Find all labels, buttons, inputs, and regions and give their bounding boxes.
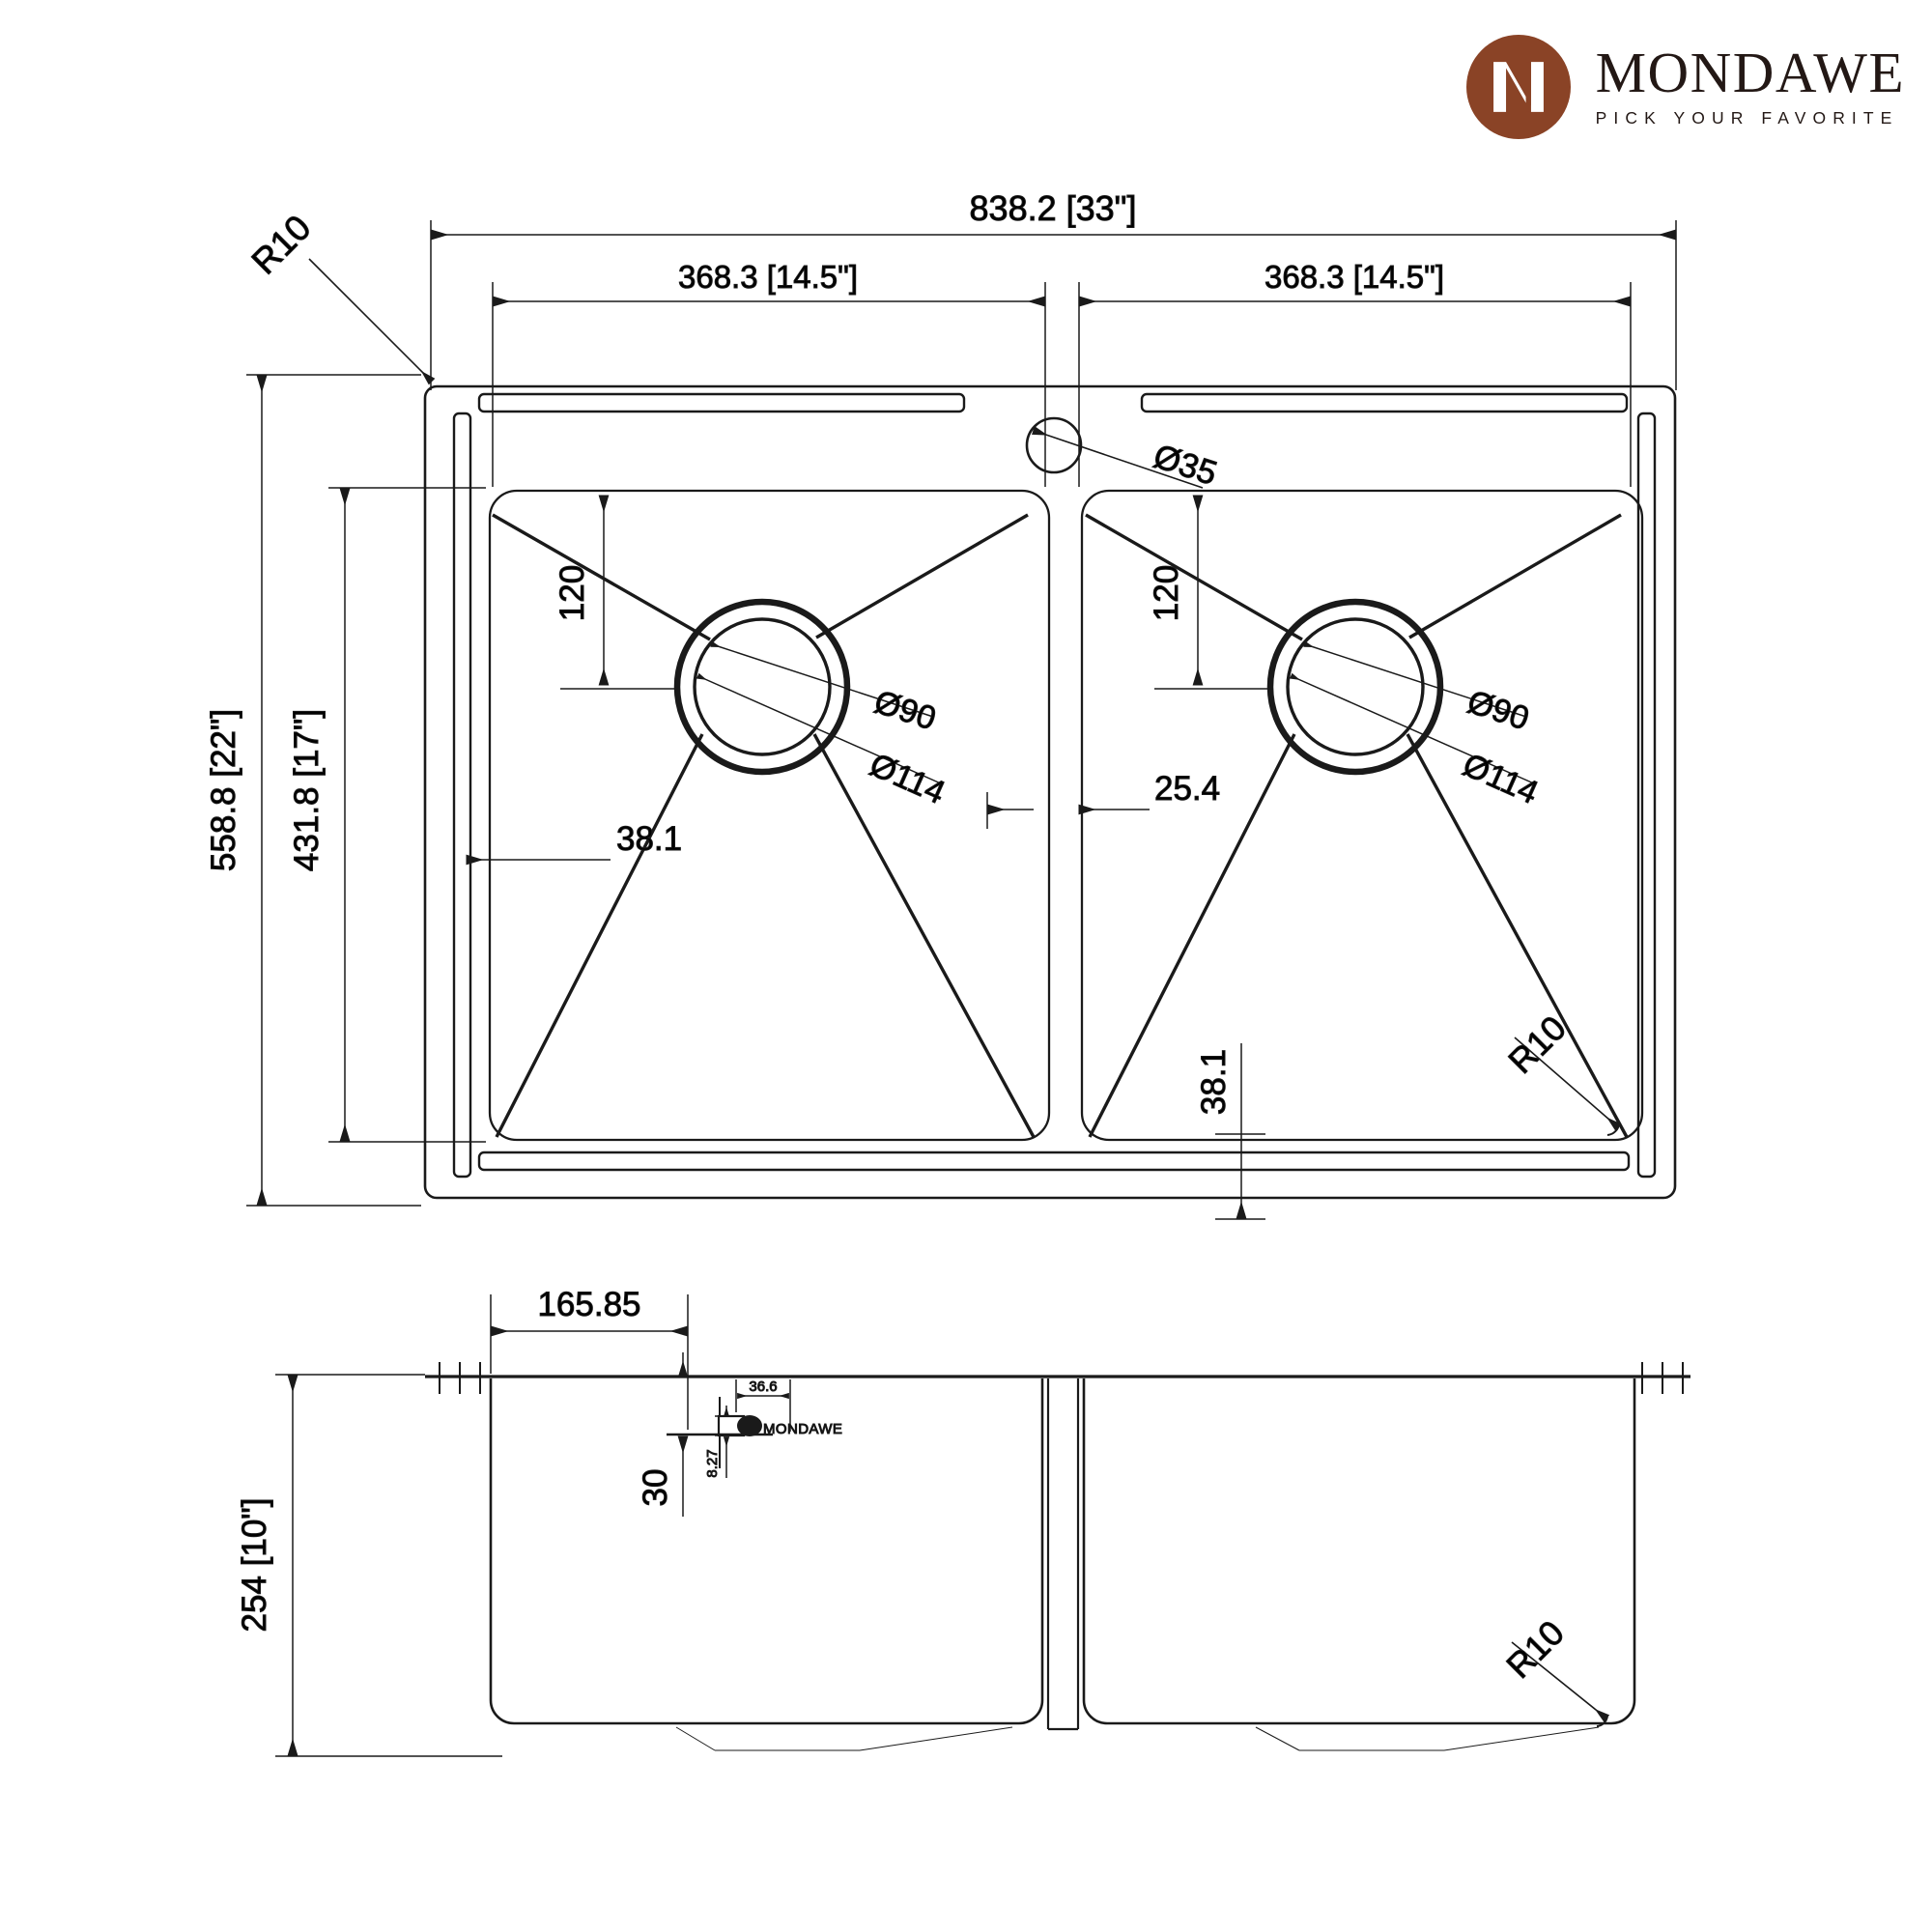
dim-front-height	[275, 1374, 502, 1757]
label-divider-offset: 25.4	[1154, 770, 1220, 808]
brand-text-block: MONDAWE PICK YOUR FAVORITE	[1595, 40, 1905, 128]
label-r10-top-left: R10	[244, 208, 319, 282]
brand-logo: MONDAWE PICK YOUR FAVORITE	[1465, 35, 1905, 139]
label-left-drain-outer: Ø114	[865, 747, 951, 812]
top-view-left-drain	[673, 598, 851, 776]
label-logo-width: 36.6	[749, 1378, 777, 1395]
leader-r10-front	[1511, 1641, 1610, 1727]
dim-right-drain-offset	[1154, 490, 1270, 690]
leader-r10-top-left	[308, 258, 436, 385]
dim-right-bowl-width	[1078, 282, 1632, 487]
label-faucet-hole: Ø35	[1150, 438, 1222, 494]
dim-rim-bottom-offset	[1215, 1043, 1265, 1220]
brand-name: MONDAWE	[1595, 40, 1905, 104]
top-view-left-bowl	[488, 489, 1051, 1142]
label-logo-x-offset: 165.85	[537, 1286, 640, 1323]
mondawe-circle-mark-icon	[1465, 35, 1571, 139]
label-logo-height: 8.27	[704, 1449, 721, 1477]
label-right-drain-inner: Ø90	[1463, 683, 1534, 737]
top-view-right-bowl-slopes	[1085, 513, 1629, 1138]
top-view-faucet-hole	[1025, 416, 1083, 474]
leader-right-drain-outer	[1289, 672, 1537, 785]
leader-left-drain-outer	[696, 672, 944, 785]
label-rim-bottom-offset: 38.1	[1195, 1049, 1233, 1115]
leader-left-drain-inner	[710, 640, 934, 718]
label-r10-front: R10	[1498, 1612, 1572, 1686]
dim-divider-offset	[986, 792, 1150, 829]
dim-overall-width-label: 838.2 [33"]	[970, 188, 1137, 228]
top-view-right-bowl	[1080, 489, 1644, 1142]
dim-bowl-depth-label: 431.8 [17"]	[288, 709, 326, 871]
dim-bowl-depth	[328, 487, 486, 1143]
front-view-engraved-logo	[717, 1397, 762, 1468]
label-logo-y-offset: 30	[637, 1469, 674, 1507]
label-rim-left-offset: 38.1	[616, 820, 682, 858]
dim-left-bowl-width	[492, 282, 1046, 487]
dim-overall-width	[430, 220, 1677, 390]
label-left-drain-offset: 120	[554, 565, 591, 621]
top-view-sink-outline	[423, 384, 1677, 1200]
logo-glyph-cut	[1525, 62, 1531, 112]
dim-left-drain-offset	[560, 490, 676, 690]
top-view-rim-strips	[452, 392, 1657, 1179]
dim-left-bowl-width-label: 368.3 [14.5"]	[678, 259, 858, 295]
leader-faucet-hole	[1031, 426, 1204, 489]
label-right-drain-outer: Ø114	[1458, 747, 1544, 812]
dim-right-bowl-width-label: 368.3 [14.5"]	[1264, 259, 1444, 295]
dim-logo-height	[715, 1406, 736, 1478]
leader-r10-bowl	[1514, 1037, 1622, 1136]
label-left-drain-inner: Ø90	[870, 683, 941, 737]
leader-right-drain-inner	[1303, 640, 1527, 718]
brand-tagline: PICK YOUR FAVORITE	[1595, 108, 1899, 128]
top-view-right-drain	[1266, 598, 1444, 776]
top-view-left-bowl-slopes	[492, 513, 1036, 1138]
dim-logo-width	[735, 1379, 791, 1432]
label-front-height: 254 [10"]	[236, 1498, 273, 1633]
dim-overall-depth	[246, 374, 421, 1207]
label-engraved-brand: MONDAWE	[763, 1421, 842, 1437]
front-view-outline	[425, 1362, 1690, 1751]
label-right-drain-offset: 120	[1148, 565, 1185, 621]
dim-overall-depth-label: 558.8 [22"]	[205, 709, 242, 871]
